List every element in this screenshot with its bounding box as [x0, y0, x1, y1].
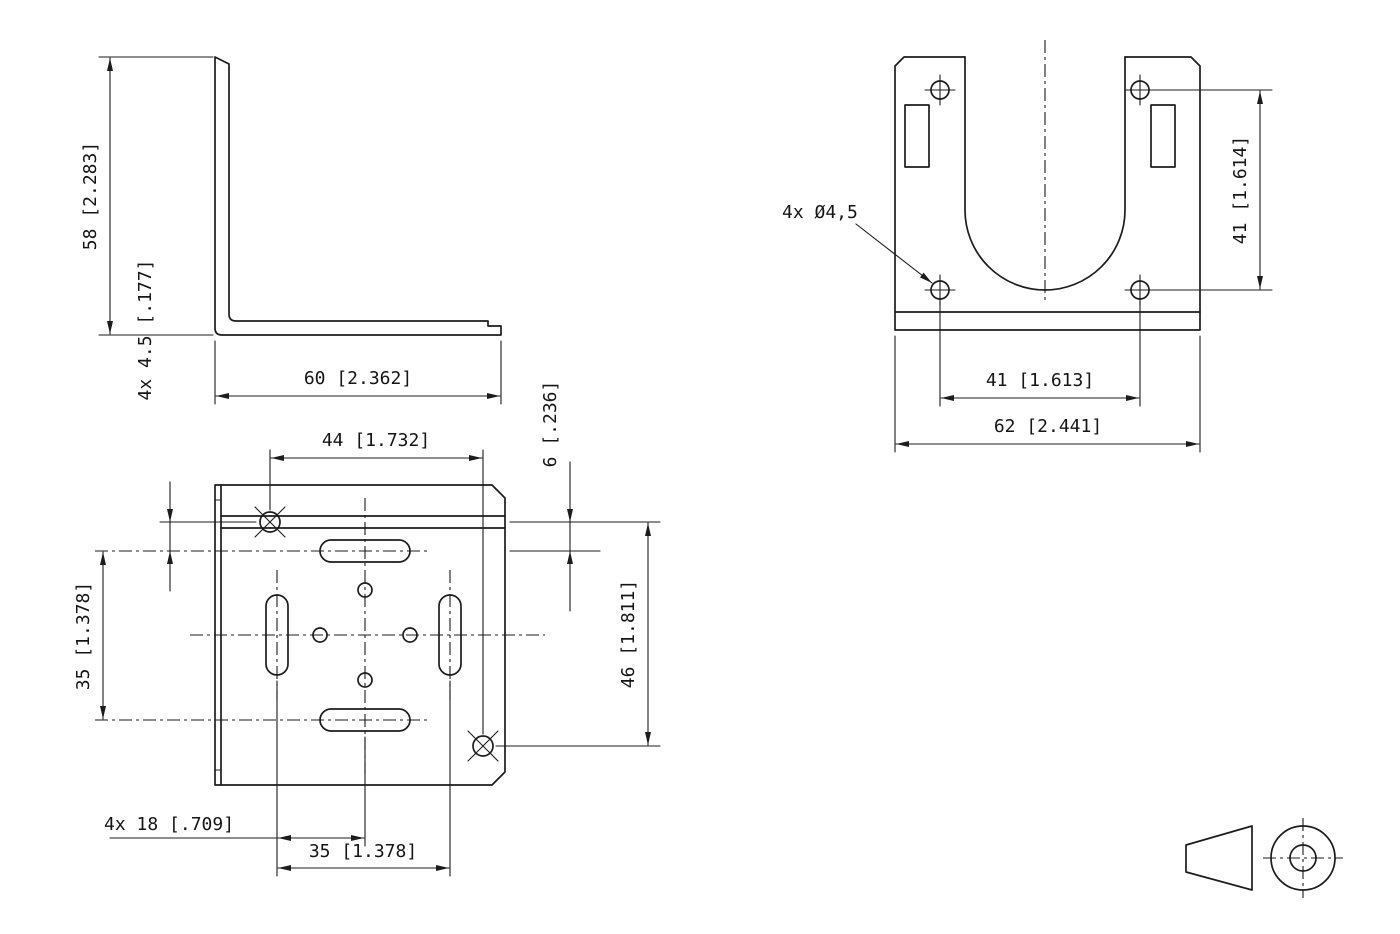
u-view-outline: [894, 56, 1201, 331]
front-view: 44 [1.732] 6 [.236] 35 [1.378] 46 [1.811…: [73, 381, 661, 877]
dim-label-41v: 41 [1.614]: [1230, 136, 1251, 244]
dim-label-41h: 41 [1.613]: [986, 370, 1094, 391]
dim-label-62: 62 [2.441]: [994, 416, 1102, 437]
dim-side-height: 58 [2.283]: [80, 56, 214, 336]
dim-slot-span-vertical: 35 [1.378]: [73, 551, 106, 720]
hole-bottom-left: [924, 274, 956, 306]
extension-lines: [98, 56, 214, 336]
dim-label-side-width: 60 [2.362]: [304, 368, 412, 389]
dim-hole-span-vertical: 41 [1.614]: [1151, 89, 1273, 291]
hole-cross-icon: [467, 730, 499, 762]
extension-lines: [495, 521, 661, 747]
dim-label-slot-length: 4x 18 [.709]: [104, 814, 234, 835]
extension-lines: [269, 449, 484, 735]
dim-offset-6: 6 [.236]: [509, 381, 601, 612]
dim-slot-length: 4x 18 [.709]: [104, 680, 366, 877]
side-view-outline: [214, 56, 502, 336]
dim-label-slot-span-v: 35 [1.378]: [73, 582, 94, 690]
dim-thickness: 4x 4.5 [.177]: [135, 260, 257, 592]
hole-crosshair-icon: [1124, 274, 1156, 306]
extension-lines: [939, 301, 1141, 407]
dim-hole-span-horizontal: 41 [1.613]: [939, 301, 1141, 407]
hole-crosshair-icon: [924, 274, 956, 306]
hole-bottom-right: [1124, 274, 1156, 306]
u-view: 4x Ø4,5 41 [1.614] 41 [1.613] 62 [2.441]: [782, 40, 1273, 453]
hole-crosshair-icon: [924, 74, 956, 106]
extension-lines: [894, 335, 1201, 453]
corner-hole-bottom-right: [467, 730, 499, 762]
symbol-centerlines: [1263, 818, 1343, 898]
dim-label-slot-span-h: 35 [1.378]: [309, 841, 417, 862]
hole-crosshair-icon: [1124, 74, 1156, 106]
rect-slot-right: [1150, 104, 1176, 168]
hole-callout: 4x Ø4,5: [782, 202, 933, 284]
hole-circle: [472, 735, 494, 757]
side-view: 58 [2.283] 60 [2.362] 4x 4.5 [.177]: [80, 56, 502, 592]
extension-lines: [214, 340, 502, 405]
dim-label-hole-callout: 4x Ø4,5: [782, 202, 858, 223]
dim-hole-offset-vertical: 46 [1.811]: [495, 521, 661, 747]
dim-hole-span: 44 [1.732]: [269, 430, 484, 735]
hole-top-right: [1124, 74, 1156, 106]
dim-label-hole-span: 44 [1.732]: [322, 430, 430, 451]
bend-lines: [220, 515, 506, 529]
edge-ticks: [214, 499, 222, 771]
front-view-outline: [214, 484, 506, 786]
corner-hole-top-left: [254, 506, 286, 538]
dim-slot-span-horizontal: 35 [1.378]: [277, 680, 451, 877]
hole-circle: [259, 511, 281, 533]
rect-slot-left: [904, 104, 930, 168]
dim-label-offset-6: 6 [.236]: [540, 381, 561, 468]
extension-lines: [276, 680, 366, 877]
dim-overall-width: 62 [2.441]: [894, 335, 1201, 453]
cone-frustum-icon: [1185, 825, 1253, 891]
projection-symbol: [1185, 818, 1343, 898]
leader-line: [855, 223, 933, 284]
extension-lines: [1151, 89, 1273, 291]
dim-label-side-height: 58 [2.283]: [80, 142, 101, 250]
hole-cross-icon: [254, 506, 286, 538]
dim-label-thickness: 4x 4.5 [.177]: [135, 260, 156, 401]
hole-top-left: [924, 74, 956, 106]
dim-side-width: 60 [2.362]: [214, 340, 502, 405]
dim-label-46: 46 [1.811]: [618, 580, 639, 688]
